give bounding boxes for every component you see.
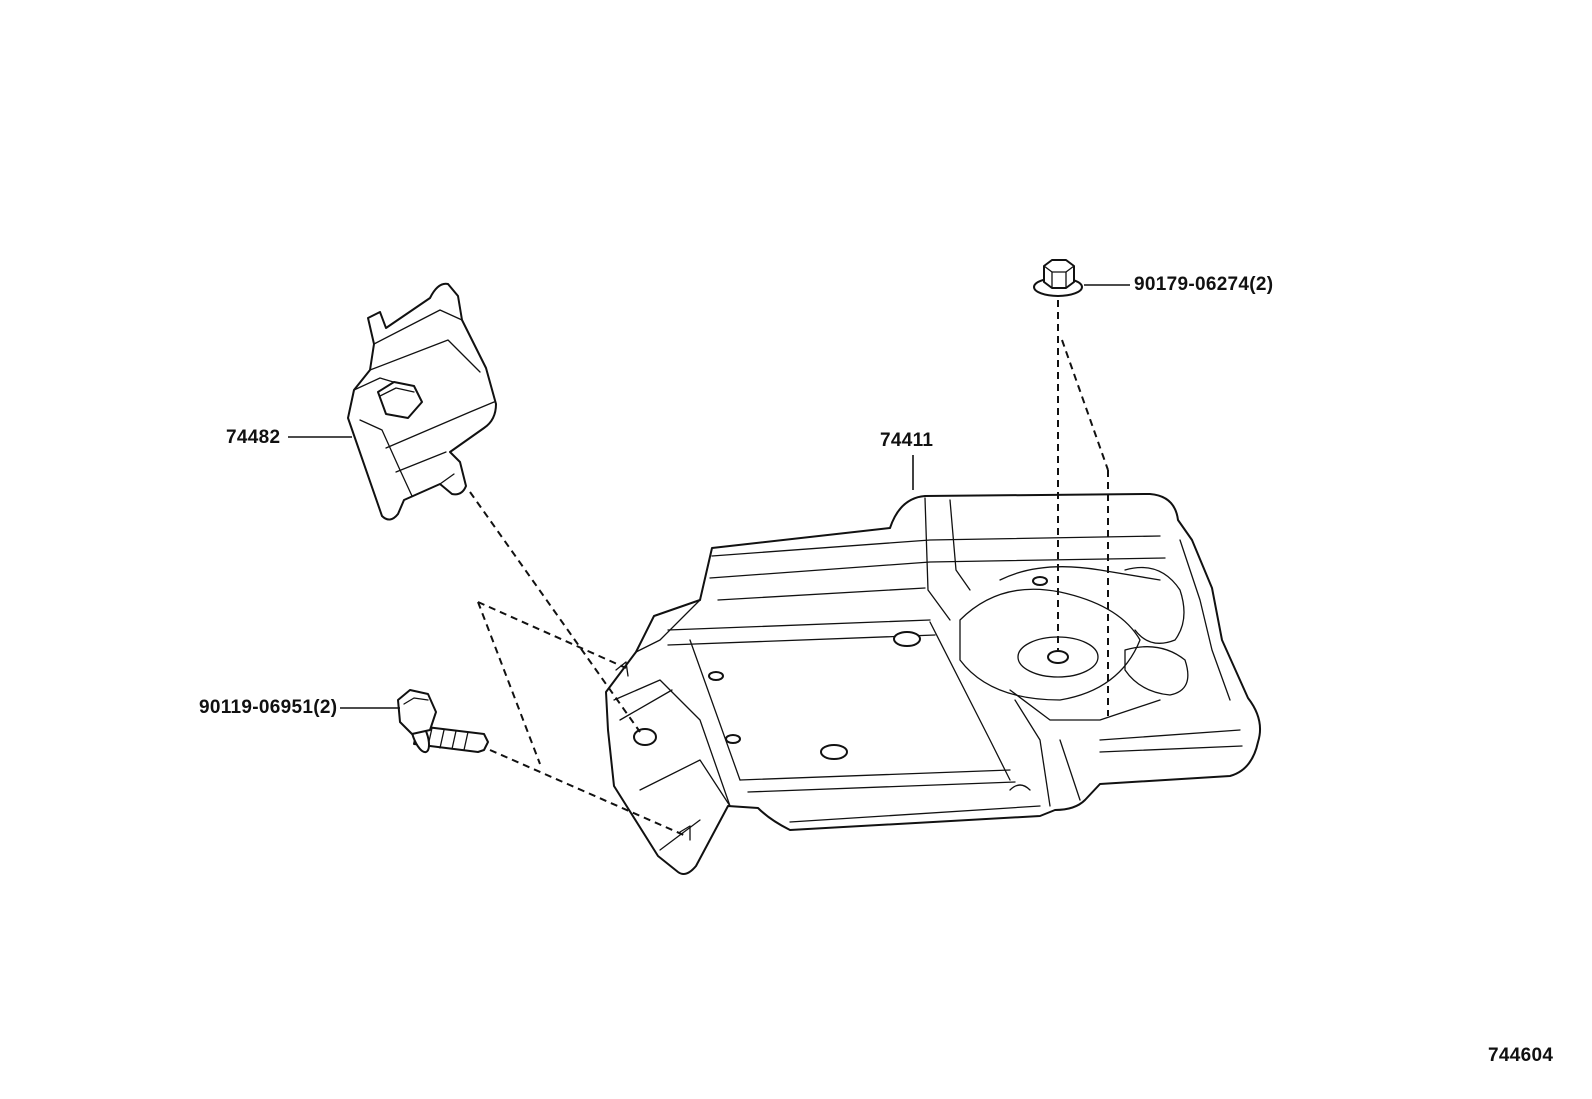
- leader-lines: [288, 284, 1130, 709]
- battery-tray-drawing[interactable]: [605, 493, 1261, 875]
- part-label-90119-06951[interactable]: 90119-06951(2): [199, 697, 338, 718]
- part-label-90179-06274[interactable]: 90179-06274(2): [1134, 274, 1274, 295]
- nut-drawing[interactable]: [1033, 259, 1083, 297]
- protector-drawing[interactable]: [347, 282, 497, 521]
- bolt-drawing[interactable]: [397, 689, 489, 754]
- part-label-74482[interactable]: 74482: [226, 427, 281, 448]
- assembly-lines: [469, 300, 1109, 837]
- part-label-74411[interactable]: 74411: [880, 430, 934, 451]
- figure-id: 744604: [1488, 1045, 1554, 1066]
